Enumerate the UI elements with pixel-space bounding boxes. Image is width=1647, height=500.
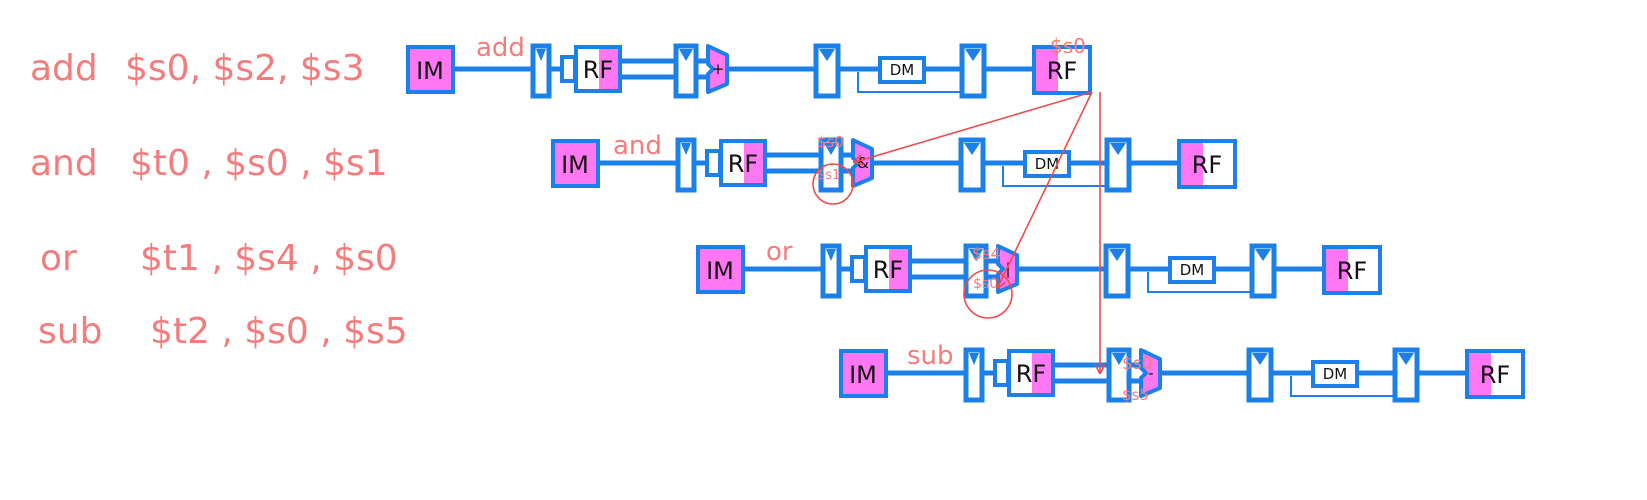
pipeline-register	[813, 43, 841, 99]
data-memory: DM	[1023, 150, 1071, 178]
datapath-wires	[743, 258, 1324, 280]
source-register-label: $s0	[817, 133, 844, 151]
bypass-wire	[857, 72, 962, 93]
im-label: IM	[849, 361, 877, 389]
pipeline-register	[1392, 347, 1420, 403]
source-register-label: $s0	[1122, 354, 1153, 374]
mux-block	[705, 149, 722, 177]
data-memory: DM	[1168, 256, 1216, 284]
rf-label: RF	[873, 256, 903, 284]
pipeline-register	[1246, 347, 1274, 403]
dm-label: DM	[1180, 261, 1205, 279]
pipeline-register	[1104, 137, 1132, 193]
instruction-memory: IM	[406, 45, 455, 94]
dependency-arrow	[855, 91, 1093, 162]
pipeline-register	[818, 137, 844, 193]
register-file: RF	[574, 45, 622, 93]
bypass-wire	[1147, 272, 1252, 293]
instruction-op: sub	[38, 311, 102, 352]
source-register-label: $s5	[1122, 386, 1149, 404]
dependency-arrow	[998, 91, 1093, 287]
instruction-memory: IM	[696, 245, 745, 294]
instruction-operands: $s0, $s2, $s3	[125, 48, 364, 89]
mux-block	[993, 359, 1010, 387]
data-memory: DM	[1311, 360, 1359, 388]
source-register-label: $s1	[817, 168, 840, 183]
source-register-label: $s4	[972, 244, 1001, 263]
alu-op-symbol: |	[1005, 260, 1010, 278]
bypass-wire	[1002, 166, 1107, 187]
alu: +	[706, 44, 729, 94]
pipeline-op-label: sub	[907, 341, 954, 371]
pipeline-register	[963, 243, 989, 299]
dm-label: DM	[890, 61, 915, 79]
dm-label: DM	[1035, 155, 1060, 173]
pipeline-op-label: add	[476, 33, 525, 63]
register-file-writeback: RF	[1465, 349, 1525, 399]
instruction-op: add	[30, 48, 98, 89]
pipeline-register	[958, 137, 986, 193]
rf-label: RF	[728, 150, 758, 178]
alu-op-symbol: -	[1148, 364, 1153, 382]
register-file: RF	[864, 245, 912, 293]
register-file-writeback: RF	[1177, 139, 1237, 189]
rf-label: RF	[1016, 360, 1046, 388]
forwarding-arrows	[855, 91, 1100, 372]
pipeline-or: IM RF | DM RF or	[696, 237, 1382, 299]
pipeline-register	[1249, 243, 1277, 299]
instruction-list: add $s0, $s2, $s3 and $t0 , $s0 , $s1 or…	[30, 48, 408, 352]
im-label: IM	[706, 257, 734, 285]
im-label: IM	[416, 57, 444, 85]
hazard-circle	[812, 163, 854, 205]
instruction-memory: IM	[839, 349, 888, 398]
instruction-operands: $t1 , $s4 , $s0	[140, 238, 398, 279]
pipeline-register	[673, 43, 699, 99]
pipeline-register	[959, 43, 987, 99]
pipeline-register	[963, 347, 985, 403]
dm-label: DM	[1323, 365, 1348, 383]
mux-block	[560, 55, 577, 83]
pipeline-sub: IM RF - DM RF sub	[839, 341, 1525, 403]
im-label: IM	[561, 151, 589, 179]
writeback-register-label: $s0	[1050, 34, 1086, 58]
data-memory: DM	[878, 56, 926, 84]
pipeline-op-label: and	[613, 131, 662, 161]
rf-label: RF	[583, 56, 613, 84]
rf-label: RF	[1192, 151, 1222, 179]
hazard-circle	[963, 269, 1013, 319]
rf-label: RF	[1480, 361, 1510, 389]
pipeline-and: IM RF & DM RF and	[551, 131, 1237, 193]
alu: -	[1139, 348, 1162, 398]
pipeline-add: IM RF + DM RF add	[406, 33, 1092, 99]
pipeline-register	[1106, 347, 1132, 403]
instruction-op: and	[30, 143, 98, 184]
alu-op-symbol: +	[712, 60, 725, 78]
register-file-writeback: RF	[1032, 45, 1092, 95]
rf-label: RF	[1337, 257, 1367, 285]
instruction-operands: $t2 , $s0 , $s5	[150, 311, 408, 352]
alu: &	[851, 138, 874, 188]
register-file: RF	[1007, 349, 1055, 397]
pipeline-register	[530, 43, 552, 99]
pipeline-register	[1103, 243, 1131, 299]
register-file-writeback: RF	[1322, 245, 1382, 295]
operand-annotations: $s0 $s0 $s1 $s4 $s0 $s0 $s5	[817, 34, 1153, 404]
mux-block	[850, 255, 867, 283]
pipeline-register	[675, 137, 697, 193]
pipeline-op-label: or	[766, 237, 793, 267]
pipeline-register	[820, 243, 842, 299]
instruction-operands: $t0 , $s0 , $s1	[130, 143, 388, 184]
bypass-wire	[1290, 376, 1395, 397]
source-register-label: $s0	[973, 276, 998, 292]
instruction-op: or	[40, 238, 77, 279]
rf-label: RF	[1047, 57, 1077, 85]
alu-op-symbol: &	[857, 154, 869, 172]
instruction-memory: IM	[551, 139, 600, 188]
register-file: RF	[719, 139, 767, 187]
